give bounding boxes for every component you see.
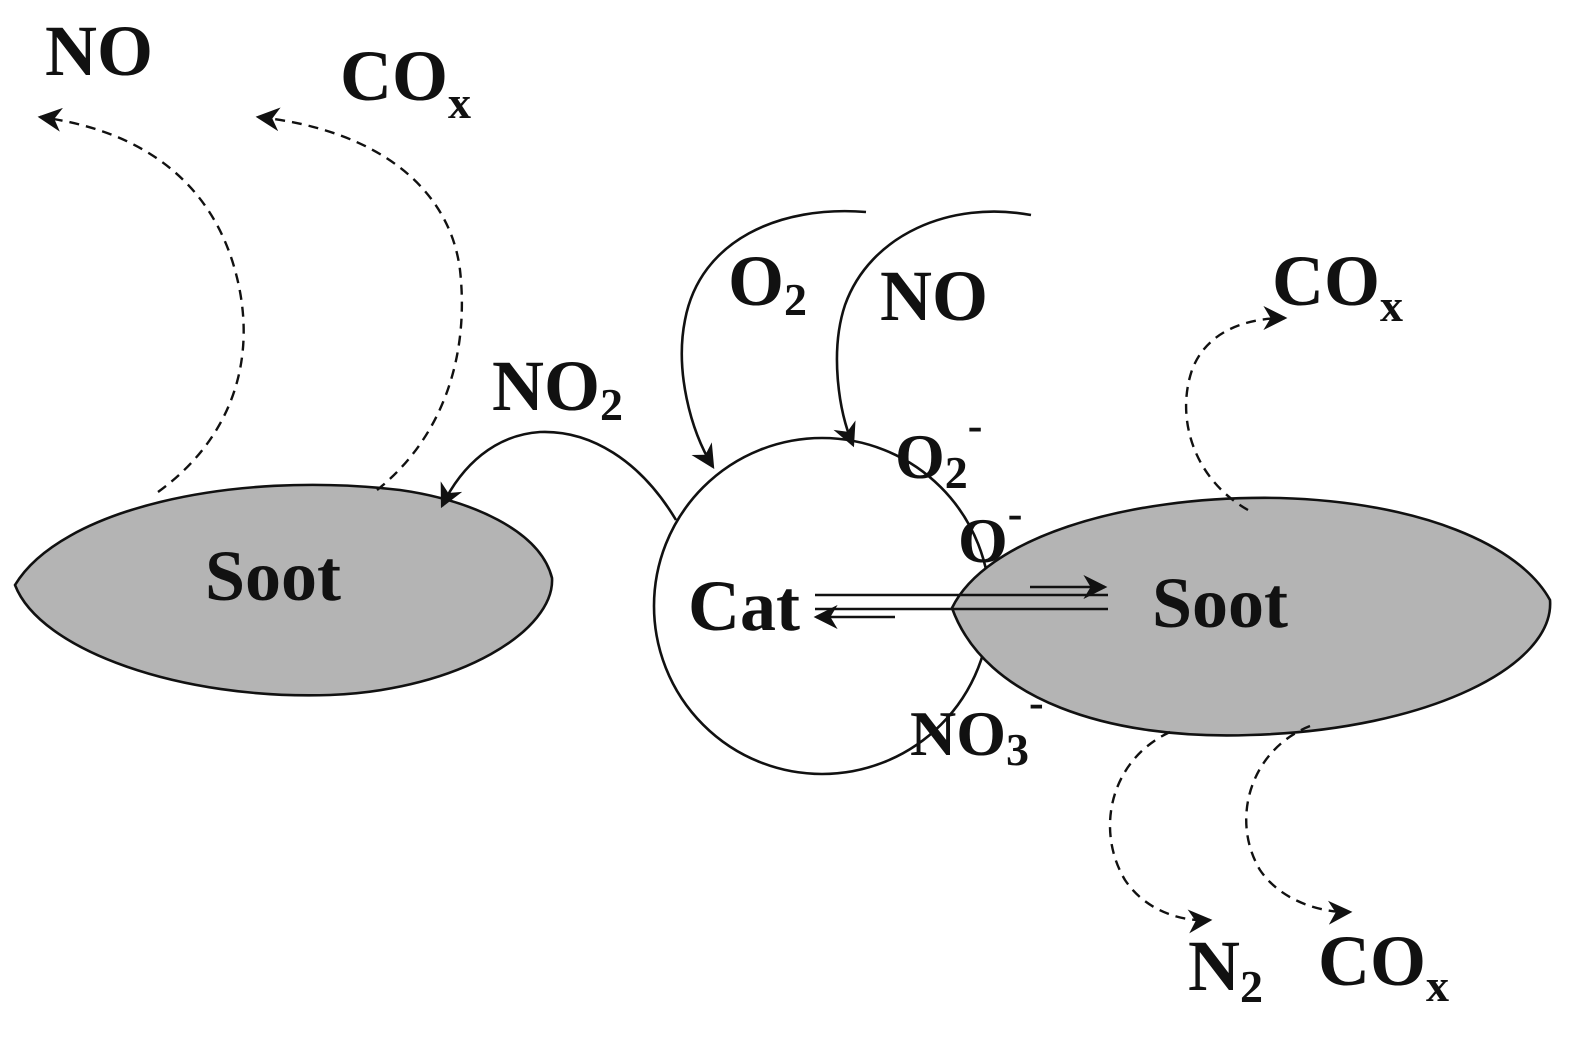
label-cat: Cat bbox=[688, 566, 800, 646]
soot-particle-right bbox=[950, 496, 1552, 737]
label-no3-minus: NO3- bbox=[910, 678, 1044, 775]
label-no2: NO2 bbox=[492, 346, 623, 430]
no-arrow-to-catalyst bbox=[833, 210, 1032, 448]
label-o2: O2 bbox=[728, 241, 807, 325]
label-cox-bottom: COx bbox=[1318, 921, 1449, 1011]
dashed-arrow-cox-from-right-soot bbox=[1184, 306, 1288, 512]
label-no-top-mid: NO bbox=[880, 256, 988, 336]
label-n2: N2 bbox=[1188, 926, 1263, 1012]
label-o2-minus: O2- bbox=[895, 401, 982, 498]
label-soot-right: Soot bbox=[1152, 563, 1288, 643]
dashed-arrow-n2-from-right-soot bbox=[1108, 730, 1213, 934]
o2-arrow-to-catalyst bbox=[680, 209, 867, 470]
dashed-arrow-cox-bottom-from-right-soot bbox=[1245, 724, 1353, 925]
label-soot-left: Soot bbox=[205, 536, 341, 616]
label-o-minus: O- bbox=[958, 489, 1022, 576]
label-cox-right: COx bbox=[1272, 241, 1403, 331]
dashed-arrow-no-from-left-soot bbox=[37, 107, 245, 493]
label-cox-top-left: COx bbox=[340, 36, 471, 128]
dashed-arrow-cox-from-left-soot bbox=[255, 107, 464, 491]
no2-arrow-to-left-soot bbox=[440, 430, 678, 521]
label-no-top-left: NO bbox=[45, 11, 153, 91]
soot-particle-left bbox=[13, 483, 554, 697]
